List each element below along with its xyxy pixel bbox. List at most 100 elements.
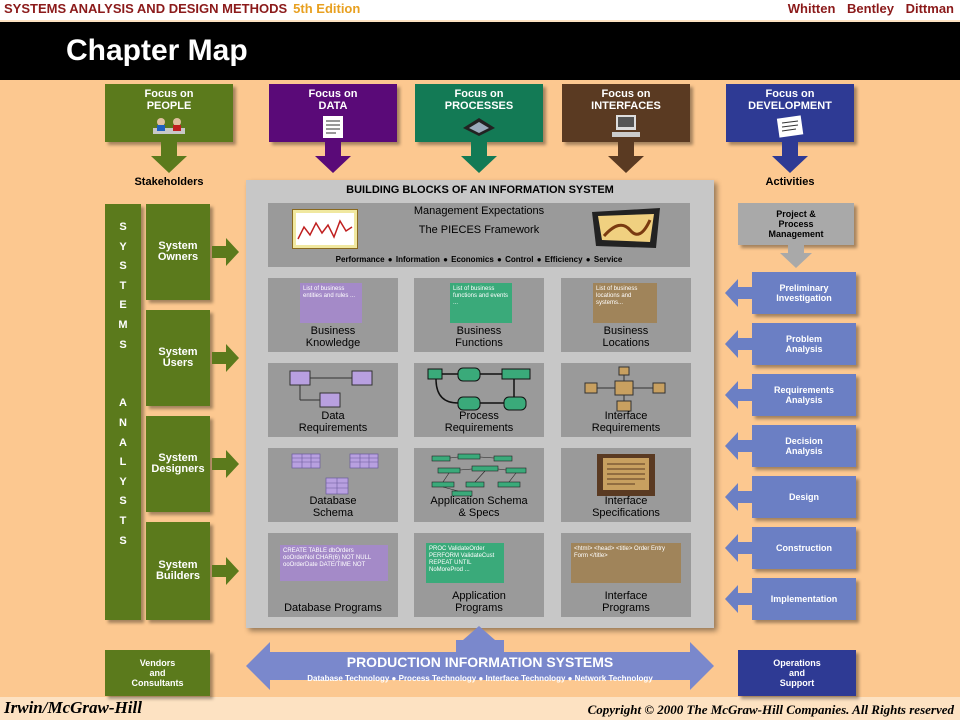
caption-line: Locations: [602, 337, 650, 349]
focus-people: Focus on PEOPLE: [105, 84, 233, 142]
caption-line: Interface: [604, 590, 648, 602]
activity-label: Design: [788, 492, 819, 502]
line-chart-icon: [292, 209, 358, 249]
implementation-left-arrow: [725, 585, 752, 613]
activity-construction: Construction: [752, 527, 856, 569]
problem-left-arrow: [725, 330, 752, 358]
systems-analysts-letter: S: [119, 495, 127, 508]
activity-label: Preliminary: [779, 283, 829, 293]
stakeholders-label: Stakeholders: [134, 176, 204, 188]
preliminary-left-arrow: [725, 279, 752, 307]
systems-analysts-letter: [105, 375, 141, 395]
stakeholder-label: Builders: [155, 570, 200, 582]
designers-right-arrow: [212, 450, 239, 478]
systems-analysts-letter: T: [119, 279, 127, 292]
business-knowledge-note: List of business entities and rules ...: [300, 283, 362, 323]
owners-right-arrow: [212, 238, 239, 266]
stakeholder-label: Users: [162, 357, 194, 369]
interfaces-down-arrow: [608, 142, 644, 173]
caption-line: Application: [452, 590, 506, 602]
caption-line: & Specs: [458, 507, 500, 519]
activity-label: Investigation: [776, 293, 832, 303]
business-locations-note: List of business locations and systems..…: [593, 283, 657, 323]
stakeholder-label: System: [158, 452, 198, 464]
database-programs-code: CREATE TABLE dbOrders ooOrderNol CHAR(6)…: [280, 545, 388, 581]
activity-label: Decision: [785, 436, 823, 446]
focus-processes: Focus on PROCESSES: [415, 84, 543, 142]
stakeholder-label: Designers: [151, 463, 205, 475]
pieces-line1: Management Expectations: [413, 205, 545, 217]
production-subtitle: Database Technology ● Process Technology…: [307, 674, 653, 683]
activity-label: Problem: [785, 334, 822, 344]
design-left-arrow: [725, 483, 752, 511]
caption-line: Specifications: [592, 507, 660, 519]
computer-terminal-icon: [612, 115, 640, 137]
requirements-left-arrow: [725, 381, 752, 409]
systems-analysts-letter: A: [119, 436, 127, 449]
vendors-label: and: [149, 668, 166, 678]
business-functions-note: List of business functions and events ..…: [450, 283, 512, 323]
cell-interface-programs: <html> <head> <title> Order Entry Form <…: [561, 533, 691, 617]
application-schema-icon: [431, 453, 527, 497]
pieces-categories: Performance ● Information ● Economics ● …: [335, 255, 623, 264]
development-down-arrow: [772, 142, 808, 173]
focus-development-line2: DEVELOPMENT: [748, 100, 832, 112]
cell-application-programs: PROC ValidateOrder PERFORM ValidateCust …: [414, 533, 544, 617]
caption-line: Business: [603, 325, 649, 337]
focus-development-line1: Focus on: [765, 88, 815, 100]
focus-data: Focus on DATA: [269, 84, 397, 142]
data-document-icon: [323, 116, 343, 138]
vendors-label: Consultants: [131, 678, 184, 688]
caption-line: Business: [310, 325, 356, 337]
systems-analysts-letter: Y: [119, 240, 127, 253]
systems-analysts-letter: S: [119, 338, 127, 351]
activity-label: Project &: [776, 209, 816, 219]
systems-analysts-letter: E: [119, 299, 127, 312]
operations-label: and: [788, 668, 805, 678]
people-down-arrow: [151, 142, 187, 173]
stakeholder-label: System: [158, 346, 198, 358]
building-blocks-title: BUILDING BLOCKS OF AN INFORMATION SYSTEM: [346, 184, 614, 196]
activities-label: Activities: [765, 176, 815, 188]
builders-right-arrow: [212, 557, 239, 585]
focus-processes-line1: Focus on: [454, 88, 504, 100]
caption-line: Database: [309, 495, 357, 507]
users-right-arrow: [212, 344, 239, 372]
caption-line: Programs: [455, 602, 503, 614]
cell-caption: Application Schema& Specs: [414, 495, 544, 519]
authors: Whitten Bentley Dittman: [787, 1, 954, 16]
activity-implementation: Implementation: [752, 578, 856, 620]
processes-down-arrow: [461, 142, 497, 173]
systems-analysts-letter: T: [119, 514, 127, 527]
caption-line: Interface: [604, 410, 648, 422]
decision-left-arrow: [725, 432, 752, 460]
activity-label: Management: [768, 229, 824, 239]
stakeholder-label: Owners: [157, 251, 199, 263]
database-schema-icon: [291, 453, 379, 495]
interface-programs-code: <html> <head> <title> Order Entry Form <…: [571, 543, 681, 583]
activity-label: Requirements: [773, 385, 835, 395]
stakeholder-label: System: [158, 559, 198, 571]
cell-caption: Database Programs: [268, 602, 398, 614]
copyright-label: Copyright © 2000 The McGraw-Hill Compani…: [587, 702, 954, 717]
edition-label: 5th Edition: [293, 1, 361, 16]
operations-label: Operations: [773, 658, 821, 668]
cell-database-programs: CREATE TABLE dbOrders ooOrderNol CHAR(6)…: [268, 533, 398, 617]
systems-analysts-letter: Y: [119, 475, 127, 488]
